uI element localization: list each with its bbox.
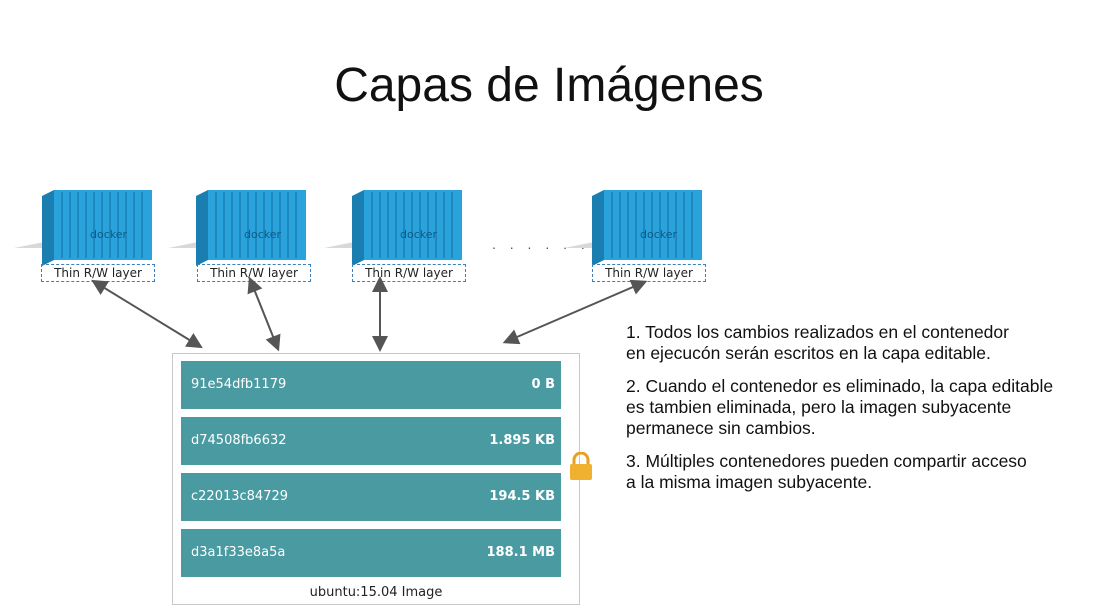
container-icon: docker (324, 190, 462, 266)
docker-container-2: docker (168, 188, 328, 288)
layer-id: d3a1f33e8a5a (191, 545, 286, 560)
arrow-1 (91, 279, 203, 349)
image-layer-1: 91e54dfb1179 0 B (181, 361, 561, 409)
note-2: 2. Cuando el contenedor es eliminado, la… (626, 376, 1054, 438)
docker-container-4: docker (564, 188, 724, 288)
ellipsis: . . . . . . (492, 236, 590, 252)
docker-logo-text: docker (400, 228, 438, 241)
note-1: 1. Todos los cambios realizados en el co… (626, 322, 1009, 363)
container-icon: docker (14, 190, 152, 266)
container-icon: docker (168, 190, 306, 266)
layer-size: 194.5 KB (489, 489, 555, 504)
slide-title: Capas de Imágenes (334, 59, 764, 112)
notes-list: 1. Todos los cambios realizados en el co… (626, 322, 1096, 505)
layer-size: 188.1 MB (486, 545, 556, 560)
layer-size: 0 B (531, 377, 555, 392)
lock-icon (570, 452, 592, 480)
image-layer-2: d74508fb6632 1.895 KB (181, 417, 561, 465)
rw-layer-label-4: Thin R/W layer (592, 264, 706, 282)
arrow-2 (247, 276, 281, 352)
layer-id: d74508fb6632 (191, 433, 287, 448)
docker-logo-text: docker (244, 228, 282, 241)
docker-logo-text: docker (90, 228, 128, 241)
image-layer-3: c22013c84729 194.5 KB (181, 473, 561, 521)
image-layer-4: d3a1f33e8a5a 188.1 MB (181, 529, 561, 577)
arrow-4 (502, 279, 648, 345)
image-label: ubuntu:15.04 Image (309, 585, 443, 600)
container-icon: docker (564, 190, 702, 266)
layer-id: c22013c84729 (191, 489, 289, 504)
layer-size: 1.895 KB (489, 433, 555, 448)
image-stack: 91e54dfb1179 0 B d74508fb6632 1.895 KB c… (172, 353, 580, 605)
docker-container-3: docker (324, 188, 484, 288)
docker-logo-text: docker (640, 228, 678, 241)
layer-id: 91e54dfb1179 (191, 377, 287, 392)
docker-container-1: docker (14, 188, 174, 288)
note-3: 3. Múltiples contenedores pueden compart… (626, 451, 1027, 492)
